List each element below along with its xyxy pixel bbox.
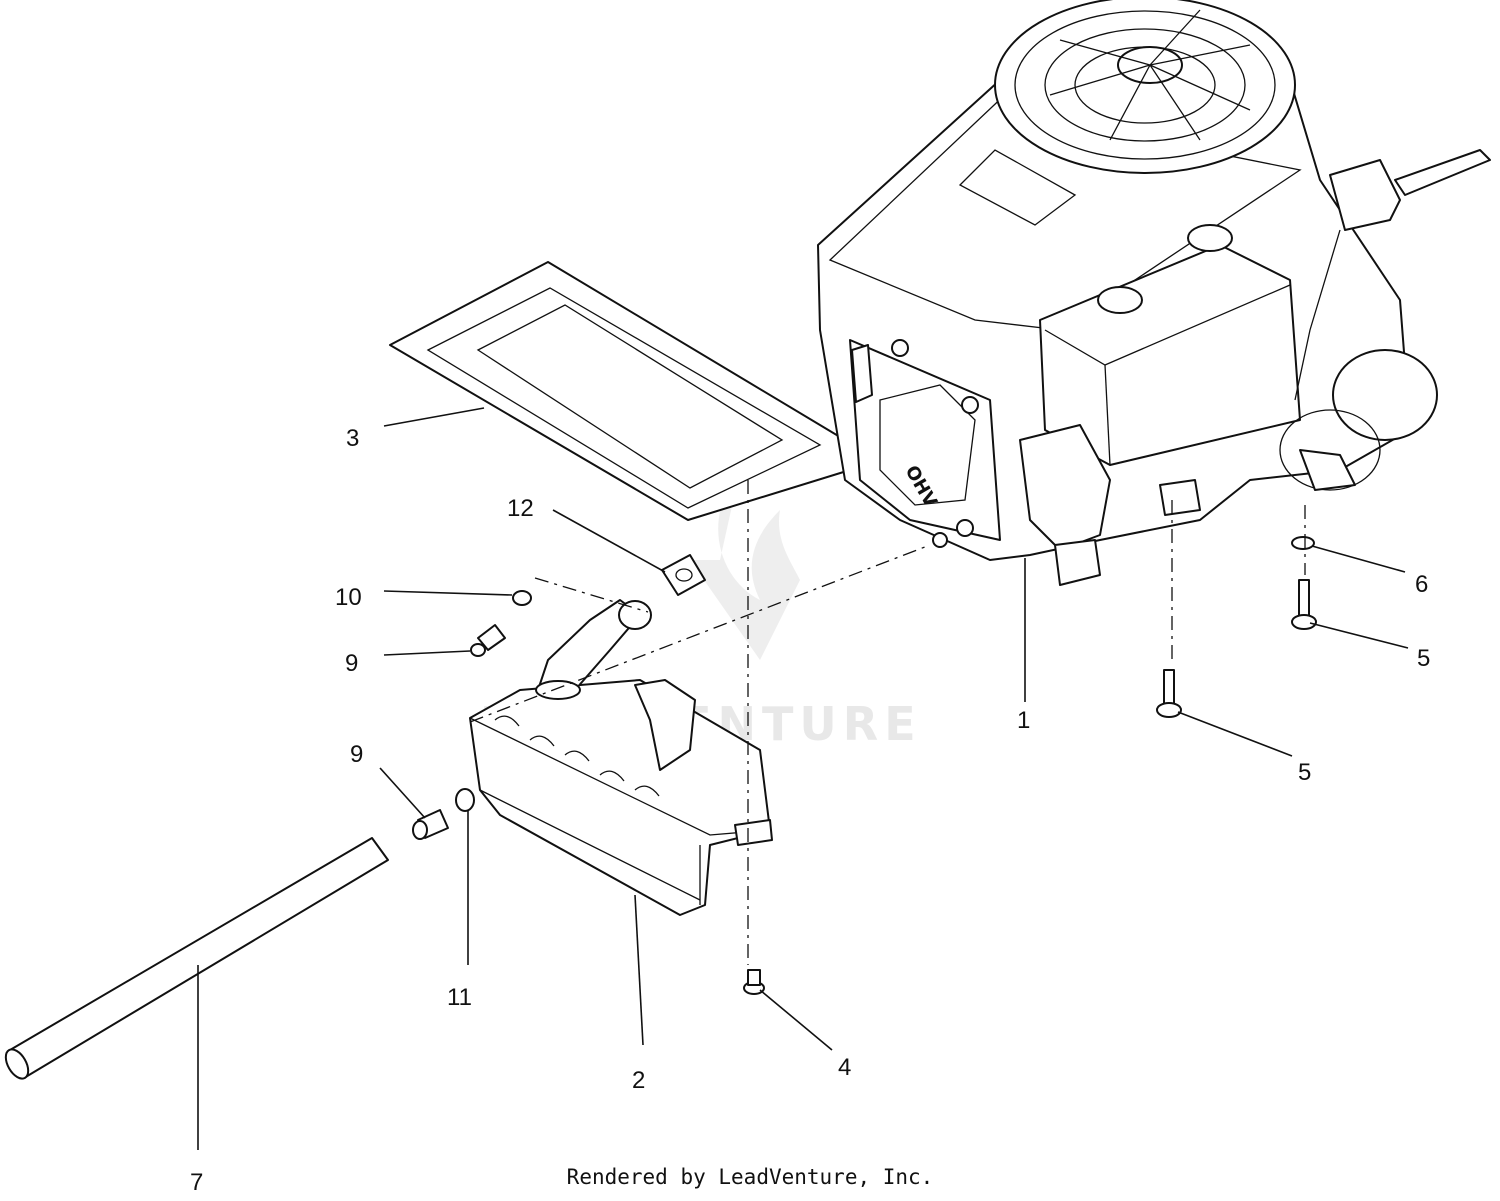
callout-9-lower: 9 (350, 741, 363, 768)
part-5-bolt-right (1291, 579, 1317, 630)
part-6-washer (1291, 536, 1315, 550)
part-9-bolt-lower (412, 809, 449, 840)
part-1-engine: OHV (817, 0, 1491, 586)
part-10-washer (512, 590, 532, 606)
callout-10: 10 (335, 584, 362, 611)
callout-1: 1 (1017, 707, 1030, 734)
part-5-bolt-center (1156, 669, 1182, 718)
part-2-muffler (469, 599, 773, 916)
callout-5-center: 5 (1298, 759, 1311, 786)
callout-3: 3 (346, 425, 359, 452)
part-11-washer (455, 788, 475, 812)
callout-5-right: 5 (1417, 645, 1430, 672)
callout-6: 6 (1415, 571, 1428, 598)
part-12-gasket (661, 554, 706, 596)
part-7-tube (4, 837, 389, 1080)
assembly-guide-lines (469, 480, 1306, 965)
callout-7: 7 (190, 1169, 203, 1196)
callout-11: 11 (447, 984, 472, 1011)
part-3-heat-shield (389, 261, 851, 521)
callout-9-upper: 9 (345, 650, 358, 677)
callout-12: 12 (507, 495, 534, 522)
part-4-screw (743, 969, 765, 995)
callout-labels: 3 12 10 9 9 11 7 2 4 1 5 5 6 (190, 425, 1430, 1196)
callout-2: 2 (632, 1067, 645, 1094)
callout-4: 4 (838, 1054, 851, 1081)
render-credit-footer: Rendered by LeadVenture, Inc. (566, 1165, 934, 1189)
leader-lines (197, 407, 1409, 1150)
part-9-bolt-upper (470, 624, 506, 657)
